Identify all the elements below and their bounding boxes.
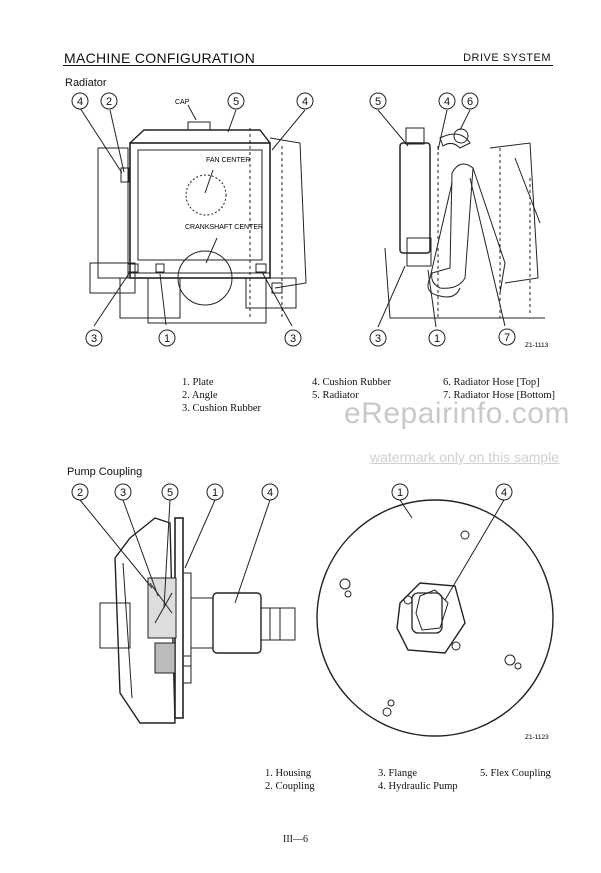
legend-item: 7. Radiator Hose [Bottom]: [443, 390, 555, 401]
callout-radiator: 7: [504, 332, 510, 344]
pump-legend-col1: 1. Housing 2. Coupling: [265, 767, 315, 793]
page-header-section: DRIVE SYSTEM: [463, 52, 551, 64]
callout-radiator: 3: [290, 333, 296, 345]
callout-radiator: 1: [164, 333, 170, 345]
callout-radiator: 1: [434, 333, 440, 345]
watermark-note: watermark only on this sample: [370, 449, 560, 465]
radiator-legend-col2: 4. Cushion Rubber 5. Radiator: [312, 376, 391, 402]
legend-item: 4. Cushion Rubber: [312, 377, 392, 388]
page-number: III—6: [283, 834, 308, 845]
legend-item: 4. Hydraulic Pump: [378, 781, 458, 792]
radiator-figure-code: Z1-1113: [525, 342, 549, 349]
callout-pump: 4: [501, 487, 507, 499]
watermark-brand: eRepairinfo.com: [344, 397, 570, 430]
pump-heading: Pump Coupling: [67, 466, 143, 478]
radiator-legend-col1: 1. Plate 2. Angle 3. Cushion Rubber: [182, 376, 261, 415]
callout-radiator: 4: [77, 96, 83, 108]
callout-radiator: 3: [91, 333, 97, 345]
pump-coupling-diagram: 2 3 5 1 4 1 4 Z1-1123: [71, 483, 554, 741]
header-rule: [63, 65, 553, 66]
callout-pump: 5: [167, 487, 173, 499]
legend-item: 6. Radiator Hose [Top]: [443, 377, 540, 388]
radiator-legend-col3: 6. Radiator Hose [Top] 7. Radiator Hose …: [443, 376, 555, 402]
callout-radiator: 5: [375, 96, 381, 108]
pump-legend-col3: 5. Flex Coupling: [480, 767, 551, 780]
legend-item: 2. Angle: [182, 390, 218, 401]
crankshaft-center-label: CRANKSHAFT CENTER: [185, 224, 263, 231]
radiator-heading: Radiator: [65, 77, 107, 89]
callout-radiator: 2: [106, 96, 112, 108]
callout-radiator: 3: [375, 333, 381, 345]
callout-radiator: 4: [302, 96, 308, 108]
callout-pump: 3: [120, 487, 126, 499]
callout-pump: 4: [267, 487, 273, 499]
legend-item: 3. Cushion Rubber: [182, 403, 262, 414]
cap-label: CAP: [175, 99, 190, 106]
legend-item: 5. Flex Coupling: [480, 768, 551, 779]
legend-item: 1. Housing: [265, 768, 312, 779]
radiator-diagram: CAP FAN CENTER CRANKSHAFT CENTER 4 2 5 4…: [71, 92, 549, 349]
pump-legend-col2: 3. Flange 4. Hydraulic Pump: [378, 767, 458, 793]
callout-radiator: 5: [233, 96, 239, 108]
legend-item: 1. Plate: [182, 377, 214, 388]
legend-item: 3. Flange: [378, 768, 418, 779]
callout-radiator: 4: [444, 96, 450, 108]
page-header-title: MACHINE CONFIGURATION: [64, 50, 256, 66]
fan-center-label: FAN CENTER: [206, 157, 250, 164]
pump-figure-code: Z1-1123: [525, 734, 549, 741]
callout-pump: 2: [77, 487, 83, 499]
callout-pump: 1: [212, 487, 218, 499]
legend-item: 5. Radiator: [312, 390, 359, 401]
callout-radiator: 6: [467, 96, 473, 108]
legend-item: 2. Coupling: [265, 781, 315, 792]
callout-pump: 1: [397, 487, 403, 499]
